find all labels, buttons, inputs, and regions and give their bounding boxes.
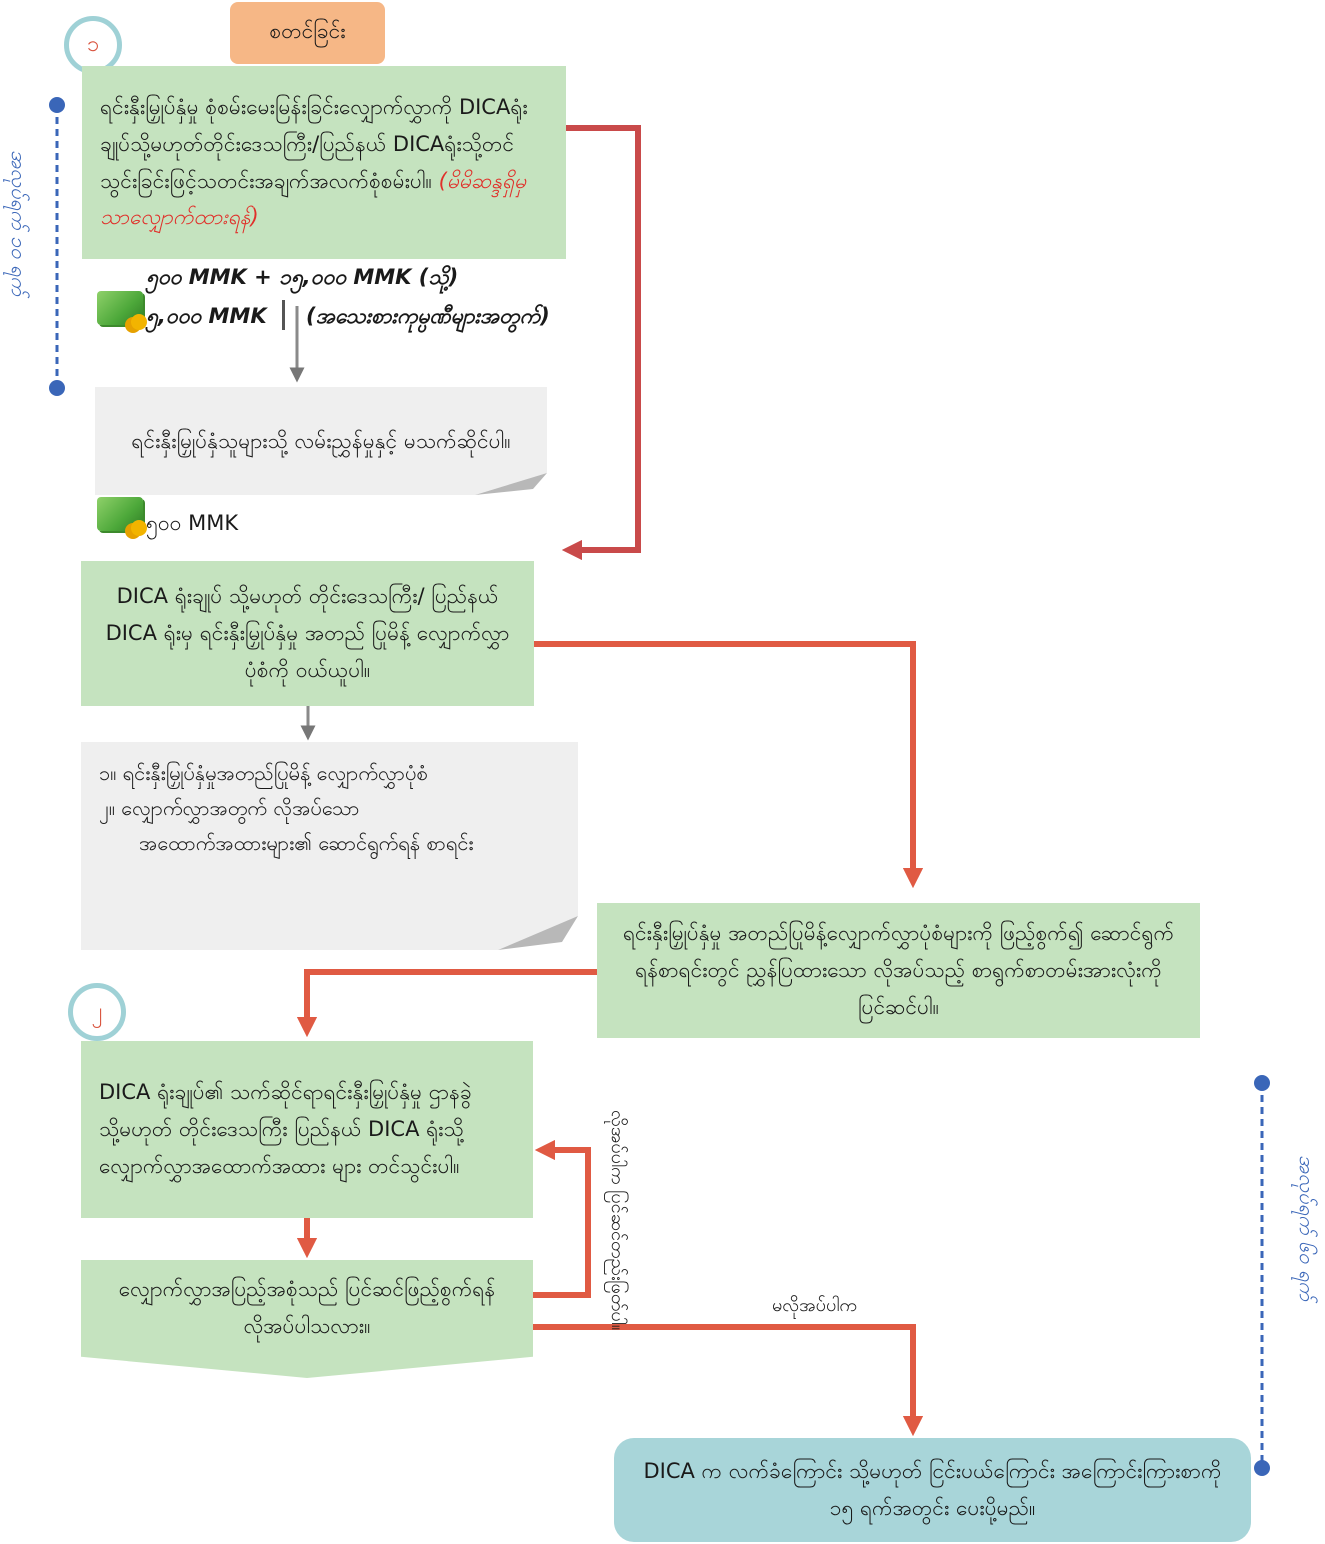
optional-note: (မိမိဆန္ဒရှိမှသာလျှောက်ထားရန်) <box>100 168 526 230</box>
step-two-badge: ၂ <box>68 983 126 1041</box>
branch-yes-label: လိုအပ်ပါက ပြင်ဆင်တည်းဖြတ်ပါ။ <box>607 1110 628 1331</box>
purchase-form-box: DICA ရုံးချုပ် သို့မဟုတ် တိုင်းဒေသကြီး/ … <box>81 561 534 706</box>
purchase-form-text: DICA ရုံးချုပ် သို့မဟုတ် တိုင်းဒေသကြီး/ … <box>105 584 510 682</box>
documents-item-2: ၂။ လျှောက်လွှာအတွက် လိုအပ်သော <box>99 796 360 820</box>
prepare-documents-text: ရင်းနှီးမြှုပ်နှံမှု အတည်ပြုမိန့်လျှောက်… <box>622 921 1175 1019</box>
start-node: စတင်ခြင်း <box>230 2 385 64</box>
fee-line-2b: (အသေးစားကုမ္ပဏီများအတွက်) <box>306 304 550 328</box>
documents-item-2-cont: အထောက်အထားများ၏ ဆောင်ရွက်ရန် စာရင်း <box>139 831 474 855</box>
timeline-right-label: အလုပ်ရက် ၆၀ ရက် <box>1295 1155 1319 1301</box>
notification-box: DICA က လက်ခံကြောင်း သို့မဟုတ် ငြင်းပယ်ကြ… <box>614 1438 1251 1542</box>
inquiry-step-text: ရင်းနှီးမြှုပ်နှံမှု စုံစမ်းမေးမြန်းခြင်… <box>100 95 528 193</box>
timeline-right-bottom-dot <box>1254 1460 1270 1476</box>
arrow-box2-to-box3 <box>534 641 924 889</box>
page-fold-icon-2 <box>498 916 578 950</box>
prepare-documents-box: ရင်းနှီးမြှုပ်နှံမှု အတည်ပြုမိန့်လျှောက်… <box>597 903 1200 1038</box>
start-label: စတင်ခြင်း <box>269 18 346 43</box>
fee-2: ၅၀၀ MMK <box>146 511 239 535</box>
decision-text: လျှောက်လွှာအပြည့်အစုံသည် ပြင်ဆင်ဖြည့်စွက… <box>118 1277 496 1338</box>
submit-application-box: DICA ရုံးချုပ်၏ သက်ဆိုင်ရာရင်းနှီးမြှုပ်… <box>81 1041 533 1218</box>
arrow-box5-to-box4 <box>533 1139 591 1298</box>
fee-line-1: ၅၀၀ MMK + ၁၅,၀၀၀ MMK (သို့) <box>146 265 459 289</box>
timeline-right-top-dot <box>1254 1075 1270 1091</box>
money-icon <box>97 291 147 330</box>
page-fold-icon <box>475 473 547 495</box>
step-two-number: ၂ <box>91 998 103 1024</box>
decision-box: လျှောက်လွှာအပြည့်အစုံသည် ပြင်ဆင်ဖြည့်စွက… <box>81 1260 533 1378</box>
inquiry-step-content: ရင်းနှီးမြှုပ်နှံမှု စုံစမ်းမေးမြန်းခြင်… <box>100 89 548 236</box>
fee-line-2a: ၅,၀၀၀ MMK <box>146 304 267 328</box>
timeline-left-top-dot <box>49 97 65 113</box>
notification-text: DICA က လက်ခံကြောင်း သို့မဟုတ် ငြင်းပယ်ကြ… <box>643 1459 1222 1520</box>
documents-item-1: ၁။ ရင်းနှီးမြှုပ်နှံမှုအတည်ပြုမိန့် လျှေ… <box>99 761 428 785</box>
submit-application-text: DICA ရုံးချုပ်၏ သက်ဆိုင်ရာရင်းနှီးမြှုပ်… <box>99 1080 472 1178</box>
money-icon-2 <box>97 497 147 536</box>
inquiry-step-box: ရင်းနှီးမြှုပ်နှံမှု စုံစမ်းမေးမြန်းခြင်… <box>82 66 566 259</box>
guidance-note: ရင်းနှီးမြှုပ်နှံသူများသို့ လမ်းညွှန်မှု… <box>95 387 547 495</box>
timeline-left-bottom-dot <box>49 380 65 396</box>
guidance-note-text: ရင်းနှီးမြှုပ်နှံသူများသို့ လမ်းညွှန်မှု… <box>131 428 511 453</box>
timeline-left-label: အလုပ်ရက် ၁၀ ရက် <box>7 150 31 296</box>
arrow-box5-to-box6 <box>533 1324 924 1437</box>
step-one-number: ၁ <box>86 31 100 57</box>
branch-no-label: မလိုအပ်ပါက <box>772 1295 857 1316</box>
arrow-box3-to-box4 <box>296 969 597 1038</box>
step-one-badge: ၁ <box>64 16 122 74</box>
arrow-box1-to-box2 <box>561 125 641 561</box>
fee-divider <box>282 300 285 330</box>
documents-note: ၁။ ရင်းနှီးမြှုပ်နှံမှုအတည်ပြုမိန့် လျှေ… <box>81 742 578 950</box>
